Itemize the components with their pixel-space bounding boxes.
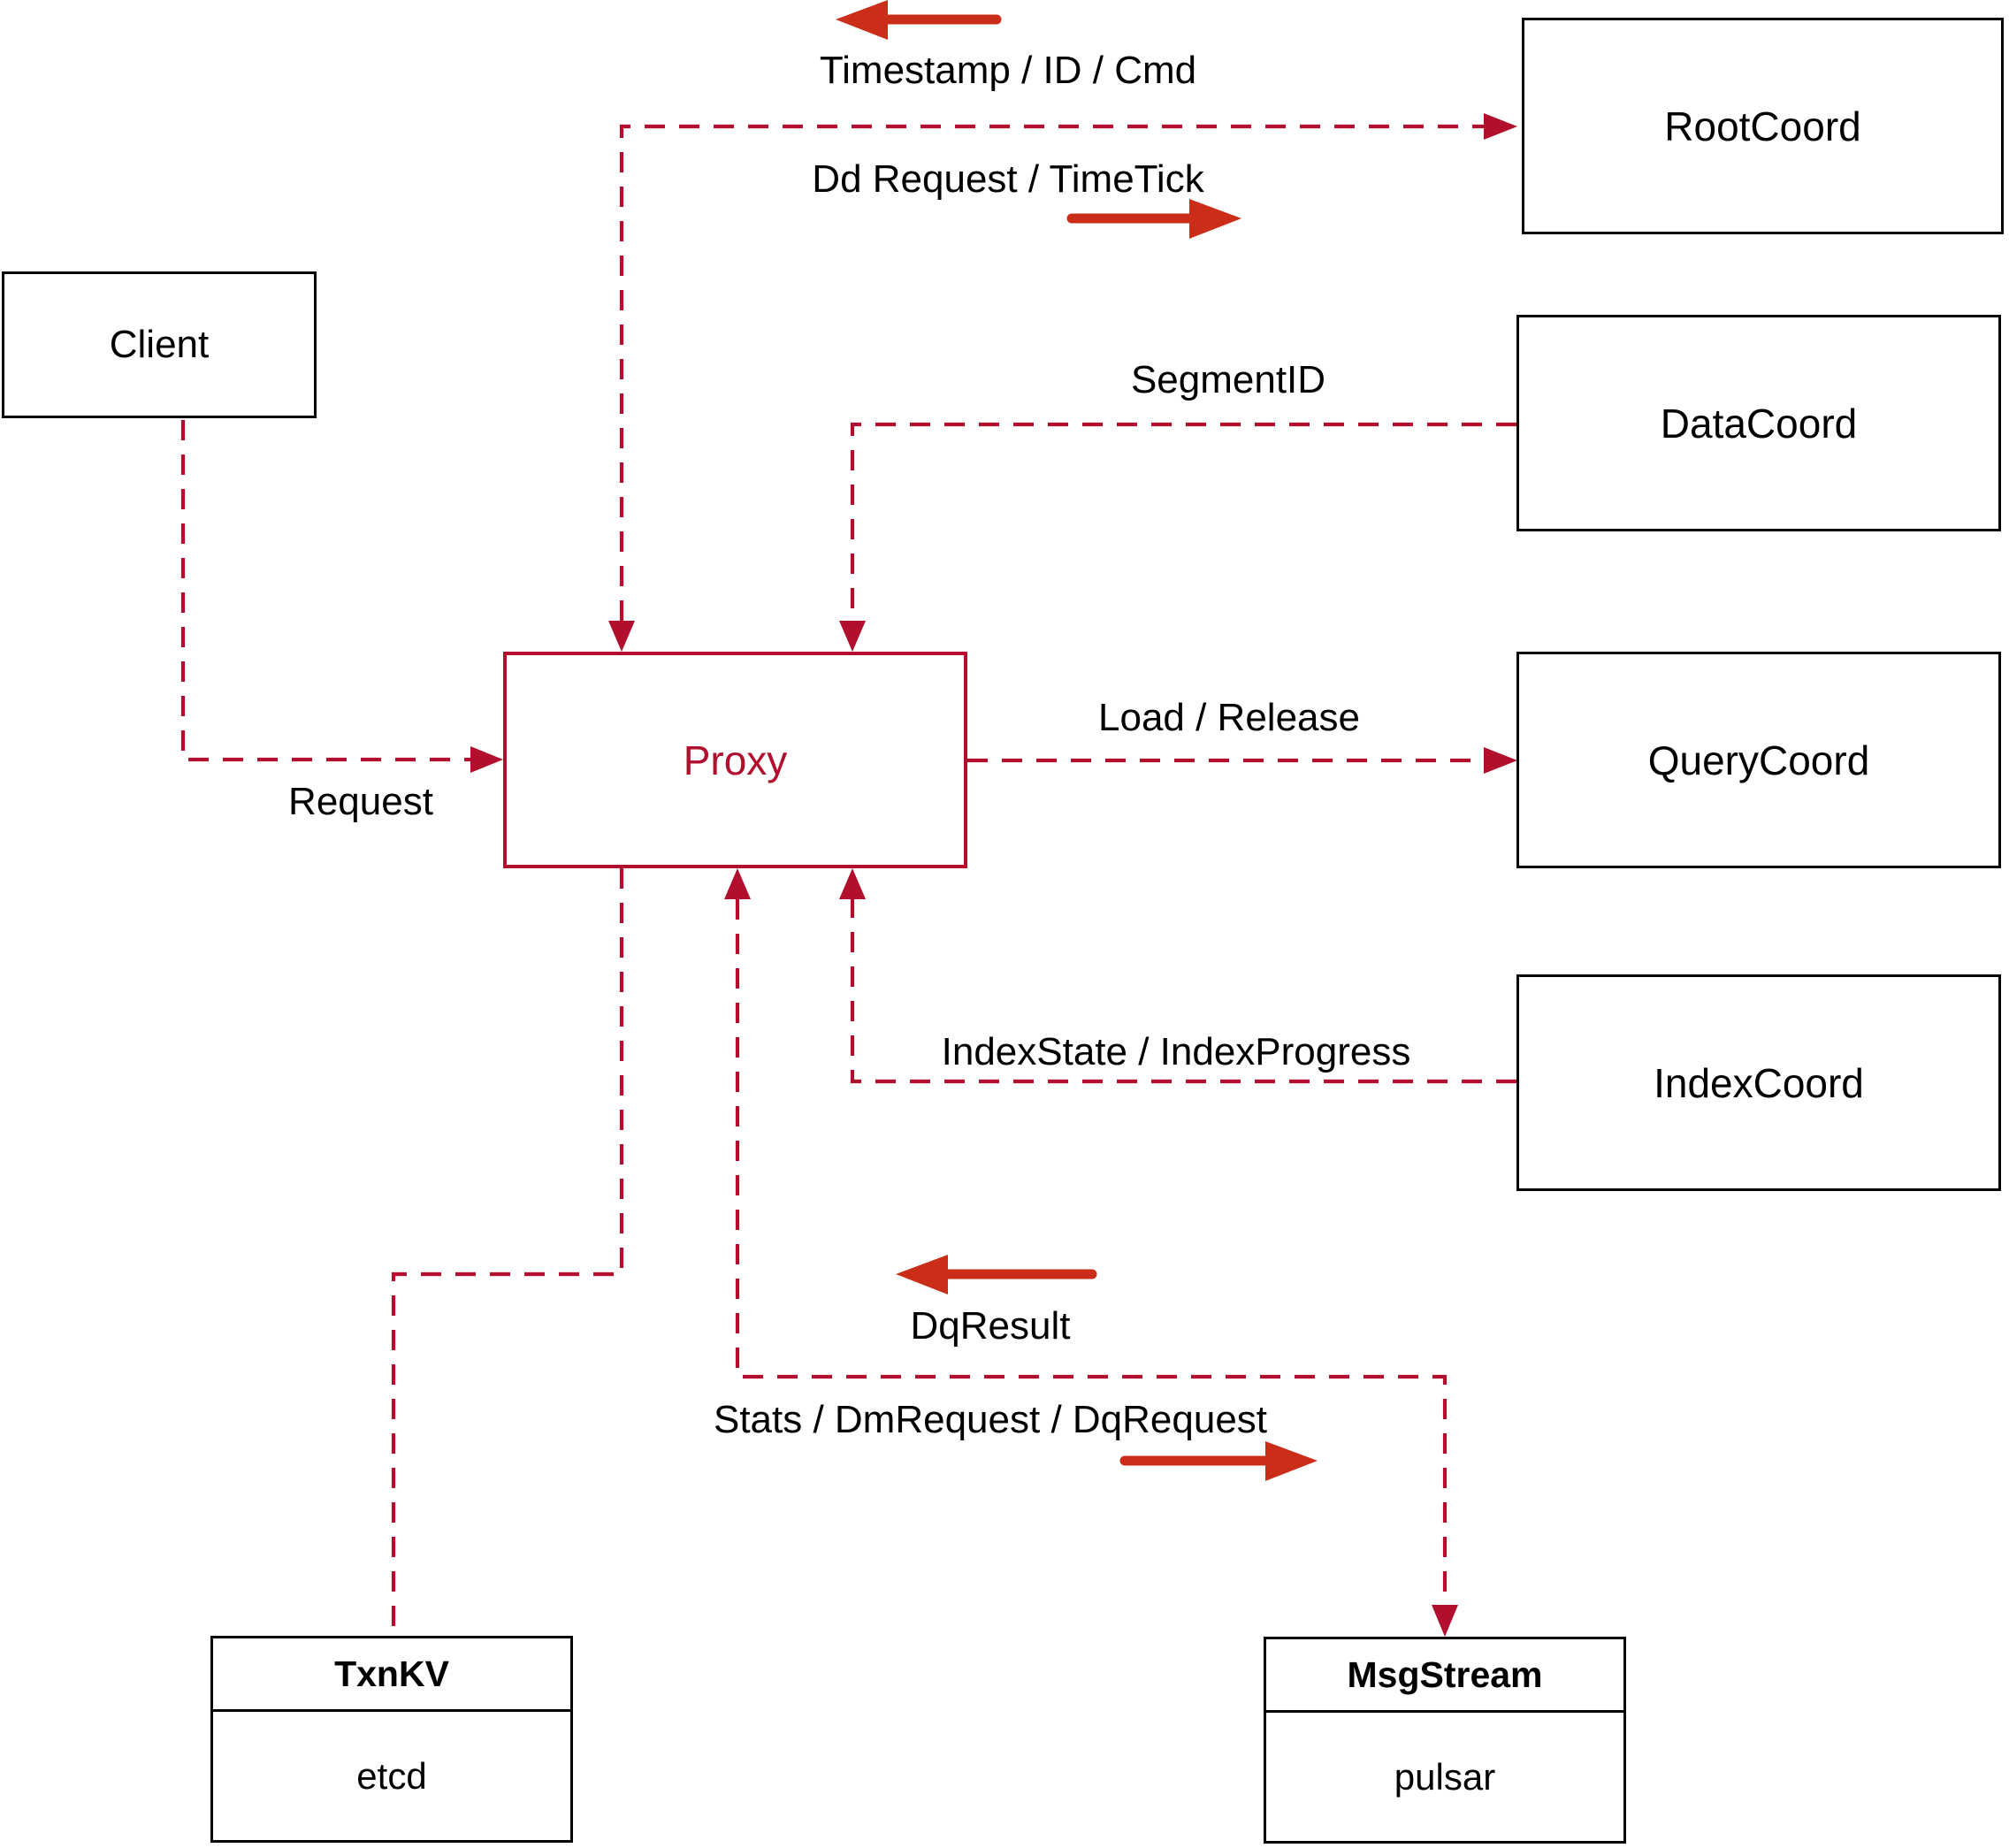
arrowhead-into-proxy-left <box>470 746 503 773</box>
edge-label-request: Request <box>288 780 433 823</box>
arrowhead-into-proxy-bottom-middle <box>724 868 751 899</box>
connector-proxy-txnkv <box>391 868 624 1634</box>
connector-proxy-rootcoord <box>619 124 1484 621</box>
node-rootcoord-label: RootCoord <box>1664 103 1861 149</box>
connector-proxy-msgstream <box>735 899 1448 1604</box>
arrowhead-into-msgstream <box>1432 1605 1458 1637</box>
edge-label-segmentid: SegmentID <box>1130 358 1326 401</box>
node-msgstream-body: pulsar <box>1394 1755 1496 1798</box>
edge-label-dd-request-timetick: Dd Request / TimeTick <box>812 157 1204 201</box>
node-rootcoord: RootCoord <box>1522 18 2004 234</box>
node-indexcoord: IndexCoord <box>1516 974 2001 1191</box>
node-txnkv-title: TxnKV <box>213 1638 570 1712</box>
node-querycoord: QueryCoord <box>1516 652 2001 868</box>
connector-indexcoord-proxy <box>850 899 1516 1084</box>
node-msgstream-title: MsgStream <box>1266 1639 1623 1713</box>
node-txnkv: TxnKV etcd <box>210 1636 573 1843</box>
connector-datacoord-proxy <box>850 422 1516 621</box>
dd-request-direction-arrow-head <box>1189 199 1241 239</box>
node-proxy: Proxy <box>503 652 967 868</box>
edge-label-stats-dmrequest-dqrequest: Stats / DmRequest / DqRequest <box>713 1398 1268 1441</box>
node-txnkv-body: etcd <box>356 1754 427 1797</box>
arrowhead-into-proxy-top-right <box>839 621 866 652</box>
timestamp-direction-arrow-head <box>836 0 888 40</box>
node-datacoord-label: DataCoord <box>1660 400 1858 447</box>
arrowhead-into-proxy-top-left <box>608 621 635 652</box>
node-client-label: Client <box>109 323 210 366</box>
connector-client-proxy <box>180 420 470 762</box>
arrowhead-into-querycoord <box>1484 747 1517 774</box>
node-indexcoord-label: IndexCoord <box>1654 1059 1864 1106</box>
edge-label-load-release: Load / Release <box>1098 696 1360 739</box>
dq-result-direction-arrow-head <box>896 1255 948 1294</box>
arrowhead-into-proxy-bottom-right <box>839 868 866 899</box>
stats-direction-arrow-head <box>1265 1441 1318 1481</box>
node-client: Client <box>2 271 317 418</box>
node-msgstream: MsgStream pulsar <box>1264 1637 1626 1844</box>
edge-label-dqresult: DqResult <box>910 1304 1071 1348</box>
node-proxy-label: Proxy <box>683 737 788 783</box>
edge-label-timestamp-id-cmd: Timestamp / ID / Cmd <box>819 49 1197 92</box>
node-querycoord-label: QueryCoord <box>1647 737 1870 783</box>
edge-label-indexstate-indexprogress: IndexState / IndexProgress <box>941 1030 1411 1073</box>
arrowhead-into-rootcoord <box>1484 113 1517 140</box>
node-datacoord: DataCoord <box>1516 315 2001 531</box>
